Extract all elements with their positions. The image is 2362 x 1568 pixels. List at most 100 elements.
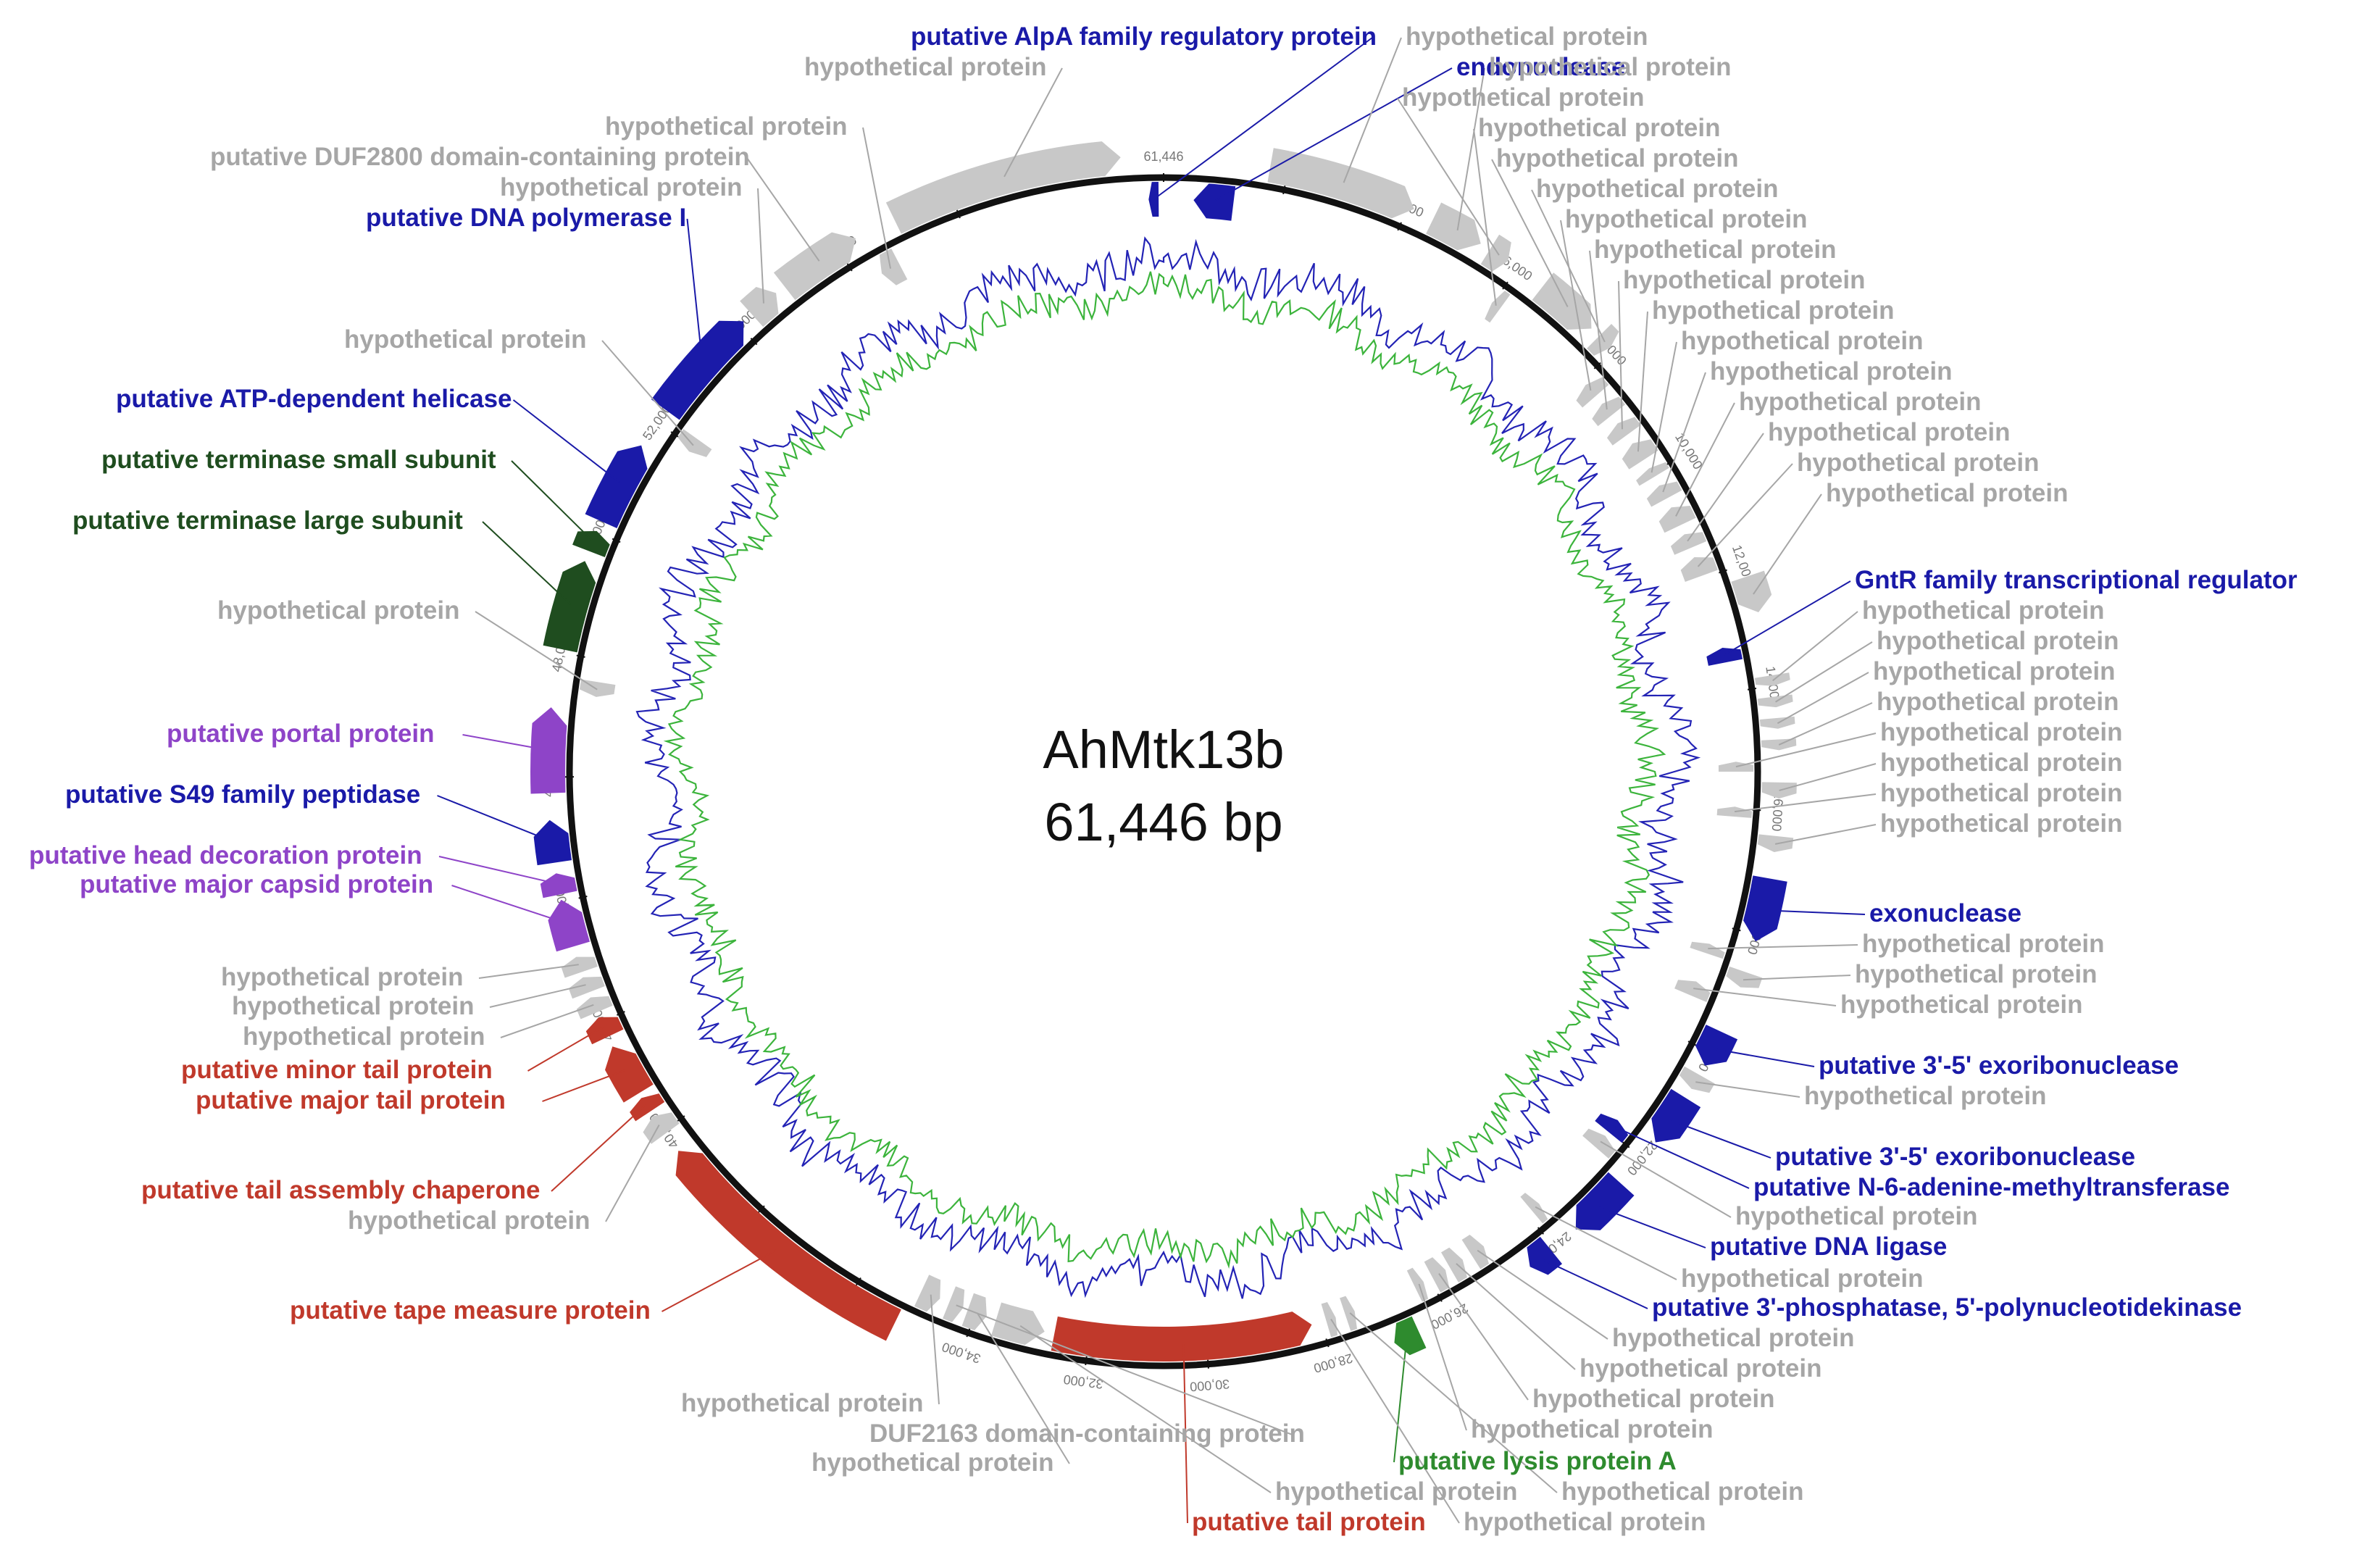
tick-mark bbox=[846, 263, 853, 272]
gene-arrow bbox=[568, 976, 605, 999]
leader-line bbox=[1540, 1258, 1648, 1309]
leader-line bbox=[605, 1125, 660, 1222]
gene-arrow bbox=[548, 899, 590, 952]
gene-label: GntR family transcriptional regulator bbox=[1855, 566, 2298, 594]
tick-mark bbox=[670, 431, 679, 438]
gene-arrow bbox=[1424, 1257, 1450, 1293]
leader-line bbox=[930, 1294, 940, 1405]
gene-arrow bbox=[1587, 323, 1619, 356]
leader-line bbox=[746, 157, 820, 262]
gene-arrow bbox=[1606, 417, 1641, 446]
gene-label: hypothetical protein bbox=[1464, 1508, 1706, 1536]
gene-label: putative terminase small subunit bbox=[101, 446, 496, 474]
leader-line bbox=[1473, 128, 1497, 306]
gene-label: hypothetical protein bbox=[1877, 688, 2119, 716]
tick-mark bbox=[612, 538, 621, 543]
gene-label: hypothetical protein bbox=[1862, 930, 2104, 958]
gene-arrow bbox=[943, 1286, 965, 1322]
gc-content-trace bbox=[635, 236, 1701, 1299]
gene-label: hypothetical protein bbox=[1735, 1202, 1977, 1230]
leader-line bbox=[1182, 1343, 1188, 1524]
gene-arrow bbox=[675, 1151, 901, 1341]
gene-arrow bbox=[1674, 980, 1711, 1003]
leader-line bbox=[1560, 220, 1592, 391]
gene-label: hypothetical protein bbox=[1652, 296, 1894, 325]
tick-mark bbox=[1593, 362, 1601, 370]
gene-arrow bbox=[879, 248, 908, 285]
leader-line bbox=[1477, 1249, 1608, 1340]
gene-arrow bbox=[1622, 439, 1658, 470]
leader-line bbox=[1695, 1081, 1800, 1098]
leader-line bbox=[1589, 250, 1608, 410]
leader-line bbox=[1456, 1263, 1576, 1370]
gene-label: putative portal protein bbox=[167, 720, 434, 748]
gene-arrow bbox=[1340, 1296, 1358, 1331]
leader-line bbox=[1778, 702, 1873, 746]
gene-arrow bbox=[533, 820, 572, 866]
genome-name: AhMtk13b bbox=[1043, 720, 1284, 780]
gene-arrow bbox=[740, 286, 779, 328]
leader-line bbox=[1662, 372, 1706, 493]
leader-line bbox=[489, 984, 586, 1008]
tick-mark bbox=[750, 338, 758, 346]
gene-arrow bbox=[773, 232, 856, 301]
gene-label: putative lysis protein A bbox=[1398, 1447, 1677, 1475]
gene-label: hypothetical protein bbox=[221, 963, 463, 991]
tick-mark bbox=[1085, 1356, 1088, 1366]
gene-label: putative AlpA family regulatory protein bbox=[911, 22, 1377, 51]
gene-label: hypothetical protein bbox=[1681, 1264, 1923, 1293]
gene-arrow bbox=[1321, 1301, 1338, 1338]
leader-line bbox=[1777, 672, 1869, 725]
tick-mark bbox=[758, 1205, 765, 1213]
leader-line bbox=[976, 1312, 1070, 1464]
leader-line bbox=[1753, 493, 1822, 595]
gene-label: putative tail protein bbox=[1192, 1508, 1426, 1536]
gene-label: hypothetical protein bbox=[1880, 718, 2122, 746]
gene-arrow bbox=[1480, 234, 1511, 272]
gene-label: hypothetical protein bbox=[1565, 205, 1807, 233]
leader-line bbox=[482, 521, 572, 606]
gene-label: putative tape measure protein bbox=[290, 1296, 651, 1325]
gene-arrow bbox=[914, 1275, 941, 1312]
gene-label: hypothetical protein bbox=[243, 1022, 485, 1051]
gene-arrow bbox=[1757, 694, 1793, 708]
tick-mark bbox=[1687, 1041, 1697, 1046]
label-leader-lines bbox=[437, 37, 1877, 1524]
leader-line bbox=[1743, 975, 1851, 981]
tick-label: 34,000 bbox=[940, 1340, 982, 1367]
leader-line bbox=[1764, 909, 1866, 915]
gene-arrow bbox=[572, 530, 610, 557]
gene-label: DUF2163 domain-containing protein bbox=[869, 1419, 1305, 1448]
gene-label: hypothetical protein bbox=[344, 325, 586, 354]
leader-line bbox=[478, 964, 579, 979]
gene-label: putative 3'-phosphatase, 5'-polynucleoti… bbox=[1652, 1293, 2242, 1322]
gene-arrow bbox=[1690, 941, 1725, 959]
leader-line bbox=[1693, 988, 1837, 1006]
gene-label: hypothetical protein bbox=[1579, 1354, 1821, 1383]
gene-label: hypothetical protein bbox=[811, 1448, 1053, 1477]
leader-line bbox=[956, 1304, 1293, 1435]
tick-label: 61,446 bbox=[1143, 149, 1183, 164]
gene-label: hypothetical protein bbox=[1797, 449, 2039, 477]
gene-label: hypothetical protein bbox=[1880, 809, 2122, 838]
tick-mark bbox=[1502, 281, 1508, 290]
leader-line bbox=[1418, 1283, 1467, 1431]
leader-line bbox=[475, 611, 598, 691]
gene-arrows bbox=[530, 141, 1797, 1362]
gene-label: hypothetical protein bbox=[217, 596, 459, 625]
leader-line bbox=[862, 127, 892, 269]
gene-label: putative DUF2800 domain-containing prote… bbox=[210, 143, 750, 171]
gene-arrow bbox=[543, 561, 596, 653]
gene-arrow bbox=[1670, 532, 1707, 555]
tick-mark bbox=[1732, 927, 1741, 932]
tick-mark bbox=[578, 896, 588, 899]
gene-labels: putative AlpA family regulatory proteine… bbox=[29, 22, 2298, 1536]
gene-label: putative DNA polymerase I bbox=[366, 204, 686, 232]
gene-label: putative major capsid protein bbox=[80, 870, 433, 898]
leader-line bbox=[1349, 1312, 1558, 1493]
gene-label: hypothetical protein bbox=[1873, 657, 2115, 685]
tick-label: 26,000 bbox=[1429, 1301, 1471, 1332]
leader-line bbox=[757, 188, 764, 304]
gene-arrow bbox=[1716, 806, 1753, 818]
